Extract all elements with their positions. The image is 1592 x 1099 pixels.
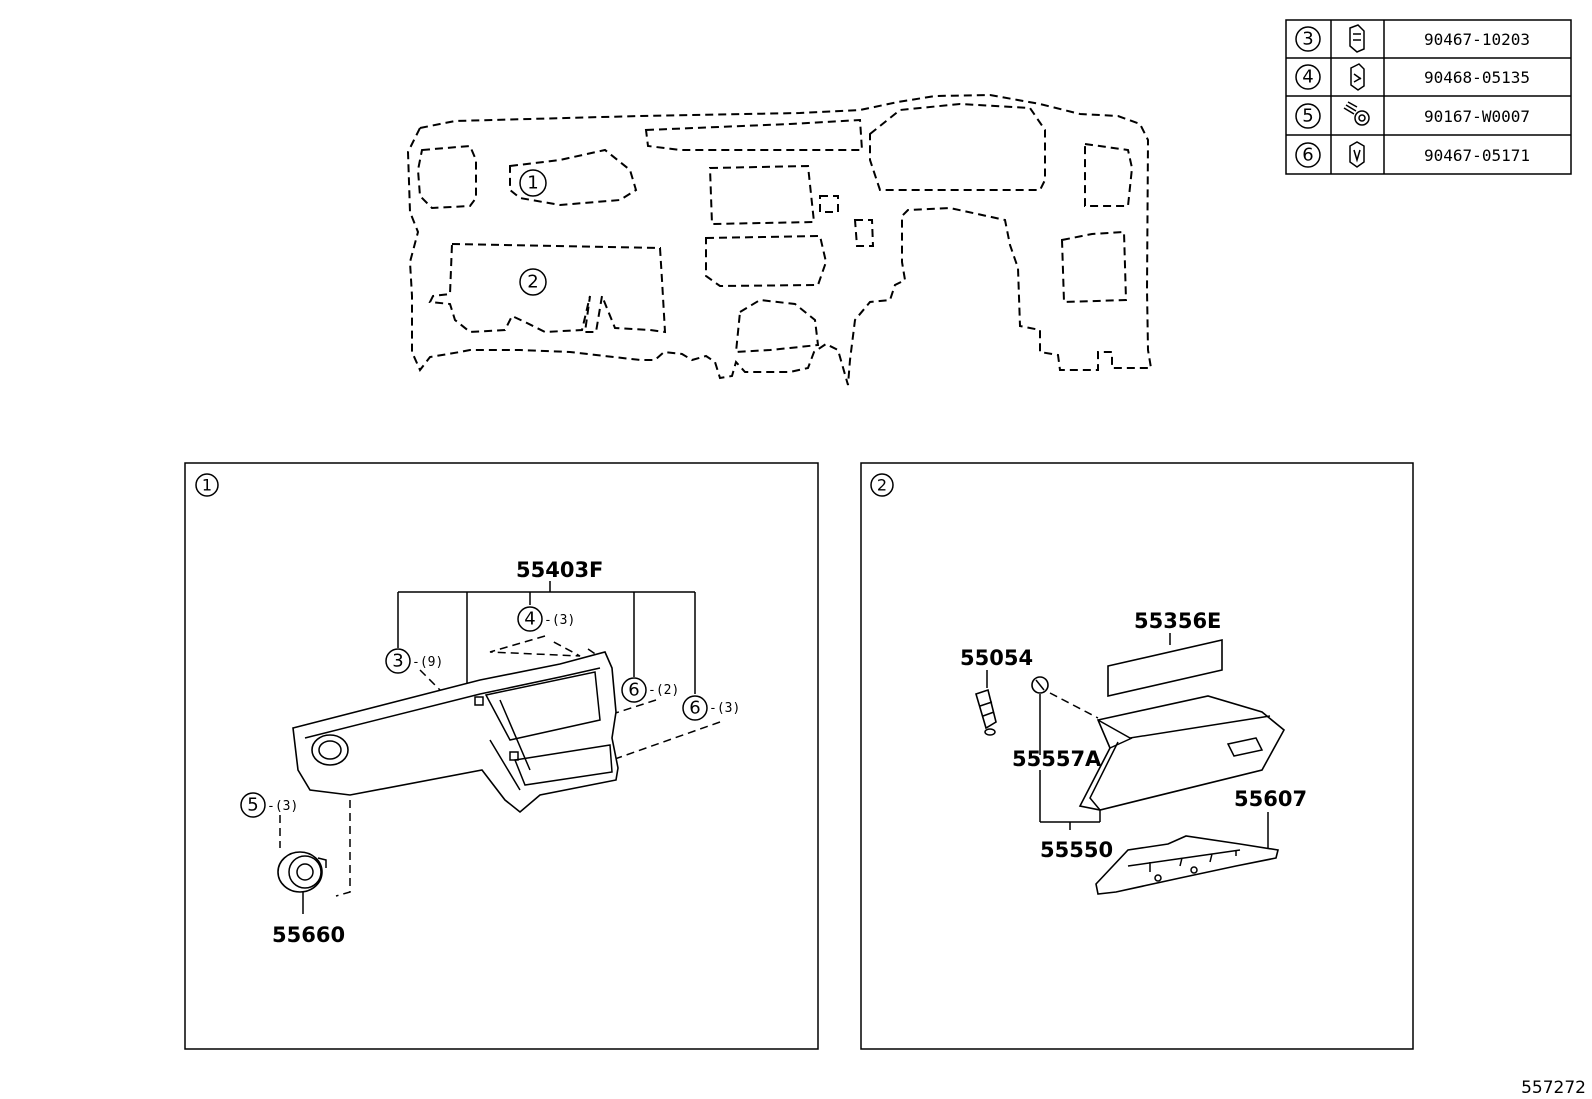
damper-part [975, 688, 997, 736]
fastener-callout-3: 3 -(9) [385, 648, 443, 674]
table-part-number: 90468-05135 [1424, 68, 1530, 87]
clock-assembly-part [277, 851, 327, 914]
figure-reference-number: 557272 [1521, 1078, 1586, 1098]
stopper-part [1031, 676, 1049, 694]
table-row: 5 90167-W0007 [1295, 101, 1530, 129]
part-label-55660: 55660 [272, 923, 345, 947]
lower-panel-part [1095, 835, 1279, 895]
table-ref: 4 [1302, 67, 1313, 88]
table-row: 4 90468-05135 [1295, 63, 1530, 91]
screw-icon [1343, 101, 1370, 126]
svg-text:6: 6 [628, 680, 639, 701]
panel-1-label: 1 [202, 476, 212, 495]
fastener-callout-5: 5 -(3) [240, 792, 298, 818]
table-ref: 3 [1302, 29, 1313, 50]
fastener-table: 3 90467-10203 4 90468-05135 5 90167-W00 [1285, 19, 1572, 175]
part-label-55607: 55607 [1234, 787, 1307, 811]
panel-2-label: 2 [877, 476, 887, 495]
table-ref: 6 [1302, 145, 1313, 166]
dashboard-overview: 1 2 [406, 93, 1153, 386]
table-row: 6 90467-05171 [1295, 141, 1530, 168]
part-label-55054: 55054 [960, 646, 1033, 670]
detail-panel-2: 2 55356E 55054 55557A 55550 [860, 462, 1414, 1050]
table-part-number: 90467-10203 [1424, 30, 1530, 49]
svg-text:-(3): -(3) [267, 799, 298, 814]
part-label-55557A: 55557A [1012, 747, 1102, 771]
part-label-55550: 55550 [1040, 838, 1113, 862]
table-part-number: 90467-05171 [1424, 146, 1530, 165]
svg-text:-(3): -(3) [544, 613, 575, 628]
clip-icon [1349, 24, 1365, 53]
svg-text:-(2): -(2) [648, 683, 679, 698]
overview-callout-1: 1 [527, 173, 538, 194]
part-label-55356E: 55356E [1134, 609, 1221, 633]
table-part-number: 90167-W0007 [1424, 107, 1530, 126]
svg-text:6: 6 [689, 698, 700, 719]
svg-text:-(9): -(9) [412, 655, 443, 670]
overview-callout-2: 2 [527, 272, 538, 293]
svg-text:5: 5 [247, 795, 258, 816]
detail-panel-1: 1 55403F 3 -(9) 4 -(3) 6 -(2) 6 -(3) [184, 462, 819, 1050]
clip-icon [1350, 63, 1365, 91]
label-sheet-part [1107, 638, 1223, 698]
table-ref: 5 [1302, 106, 1313, 127]
fastener-callout-4: 4 -(3) [517, 606, 575, 632]
instrument-panel-part [292, 651, 619, 814]
svg-text:-(3): -(3) [709, 701, 740, 716]
svg-text:3: 3 [392, 651, 403, 672]
clip-icon [1349, 141, 1365, 168]
glove-box-part [1078, 695, 1286, 811]
table-row: 3 90467-10203 [1295, 24, 1530, 53]
fastener-callout-6b: 6 -(3) [682, 695, 740, 721]
fastener-callout-6a: 6 -(2) [621, 677, 679, 703]
part-label-55403F: 55403F [516, 558, 603, 582]
svg-text:4: 4 [524, 609, 535, 630]
